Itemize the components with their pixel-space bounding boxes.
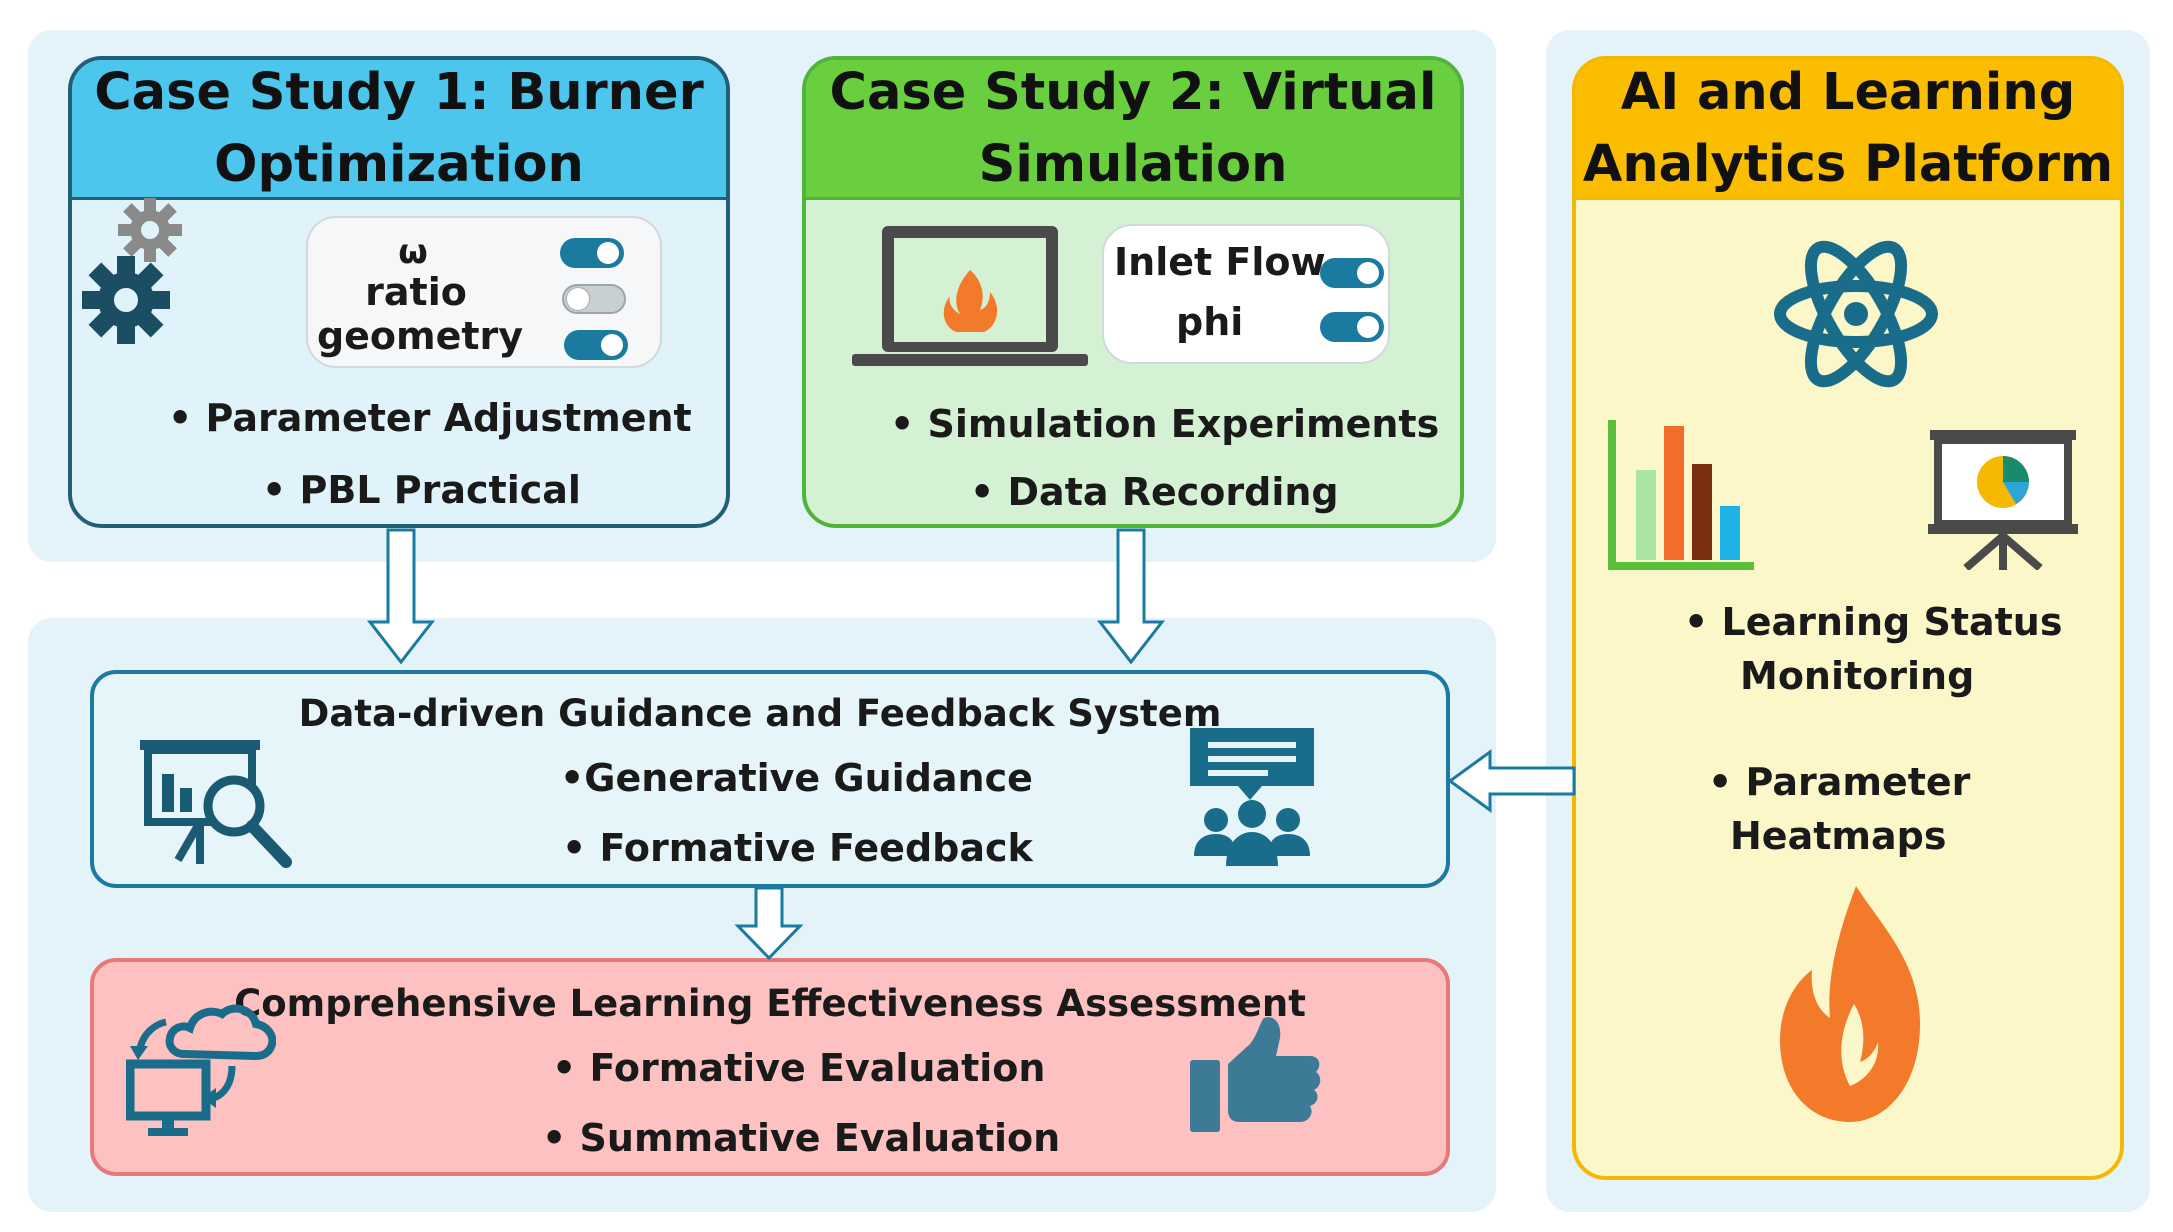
guidance-bullet-2: • Formative Feedback xyxy=(562,826,1033,870)
case-study-2-bullet-1: • Simulation Experiments xyxy=(890,402,1440,446)
laptop-flame-icon xyxy=(852,226,1088,366)
audience-chat-icon xyxy=(1190,728,1314,866)
platform-bullet-2-line-1: • Parameter xyxy=(1708,760,1971,804)
assessment-title: Comprehensive Learning Effectiveness Ass… xyxy=(234,982,1306,1025)
thumbs-up-icon xyxy=(1190,1017,1321,1132)
case-study-1-bullet-2: • PBL Practical xyxy=(262,468,581,512)
platform-bullet-2-line-2: Heatmaps xyxy=(1730,814,1947,858)
toggle-label-geometry: geometry xyxy=(316,314,524,358)
guidance-title: Data-driven Guidance and Feedback System xyxy=(298,692,1222,735)
guidance-bullet-1: •Generative Guidance xyxy=(560,756,1033,800)
bar-chart-icon xyxy=(1608,420,1754,570)
phi-toggle[interactable] xyxy=(1320,312,1384,342)
arrow-down-case1 xyxy=(366,528,436,665)
case-study-1-bullet-1: • Parameter Adjustment xyxy=(168,396,692,440)
platform-bullet-1-line-2: Monitoring xyxy=(1740,654,1975,698)
assessment-bullet-1: • Formative Evaluation xyxy=(552,1046,1046,1090)
flame-icon xyxy=(1780,886,1920,1122)
toggle-label-omega: ω xyxy=(398,232,428,272)
arrow-down-case2 xyxy=(1096,528,1166,665)
cloud-sync-icon xyxy=(126,1004,276,1136)
arrow-down-guidance xyxy=(734,886,804,961)
presentation-analysis-icon xyxy=(140,740,292,868)
platform-bullet-1-line-1: • Learning Status xyxy=(1684,600,2063,644)
omega-toggle[interactable] xyxy=(560,238,624,268)
assessment-box xyxy=(90,958,1450,1176)
presentation-pie-icon xyxy=(1928,430,2078,570)
ratio-toggle[interactable] xyxy=(562,284,626,314)
arrow-left-platform xyxy=(1447,749,1576,813)
parameter-toggle-panel: ω ratio geometry xyxy=(306,216,662,368)
toggle-label-inlet-flow: Inlet Flow xyxy=(1114,240,1326,284)
geometry-toggle[interactable] xyxy=(564,330,628,360)
atom-icon xyxy=(1774,240,1938,388)
assessment-bullet-2: • Summative Evaluation xyxy=(542,1116,1061,1160)
case-study-2-bullet-2: • Data Recording xyxy=(970,470,1339,514)
toggle-label-phi: phi xyxy=(1176,300,1244,344)
inlet-flow-toggle[interactable] xyxy=(1320,258,1384,288)
gear-icon xyxy=(82,198,182,344)
simulation-toggle-panel: Inlet Flow phi xyxy=(1102,224,1390,364)
toggle-label-ratio: ratio xyxy=(365,270,467,314)
